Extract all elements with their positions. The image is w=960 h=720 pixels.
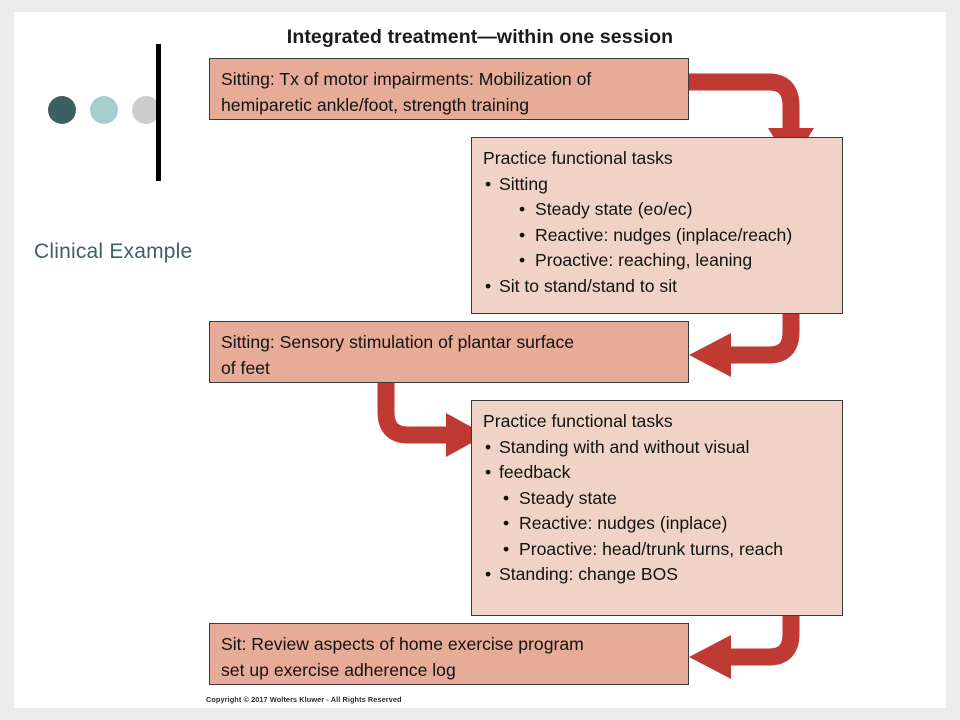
arrow-box3-to-box4: [377, 380, 486, 457]
flow-box-line: Sit: Review aspects of home exercise pro…: [221, 634, 584, 654]
dot-gray-icon: [132, 96, 160, 124]
list-item-label: Sitting: [499, 173, 548, 194]
flow-box-practice-functional-tasks-sitting: Practice functional tasks Sitting Steady…: [471, 137, 843, 314]
list-item: Steady state: [501, 486, 832, 512]
flow-box-line: hemiparetic ankle/foot, strength trainin…: [221, 94, 530, 115]
section-label: Clinical Example: [34, 240, 193, 263]
flow-box-heading: Practice functional tasks: [483, 148, 673, 168]
flow-box-line: set up exercise adherence log: [221, 659, 456, 680]
arrow-box4-to-box5: [689, 602, 800, 679]
flow-box-line: Sitting: Sensory stimulation of plantar …: [221, 332, 575, 352]
list-item: Reactive: nudges (inplace/reach): [517, 223, 832, 249]
page-title: Integrated treatment—within one session: [286, 26, 674, 48]
flow-box-heading: Practice functional tasks: [483, 411, 673, 431]
dot-light-teal-icon: [90, 96, 118, 124]
list-item: Sitting Steady state (eo/ec) Reactive: n…: [483, 172, 832, 274]
bullet-list: Standing: change BOS: [483, 562, 832, 588]
copyright-notice: Copyright © 2017 Wolters Kluwer - All Ri…: [206, 695, 402, 704]
list-item: Proactive: reaching, leaning: [517, 248, 832, 274]
flow-box-sitting-motor-impairments: Sitting: Tx of motor impairments: Mobili…: [209, 58, 689, 120]
list-item-continuation: feedback: [483, 460, 832, 486]
list-item: Reactive: nudges (inplace): [501, 511, 832, 537]
bullet-list: Standing with and without visual feedbac…: [483, 435, 832, 486]
list-item-label: Standing with and without visual: [499, 436, 750, 457]
list-item: Standing with and without visual: [483, 435, 832, 461]
flow-box-line: Sitting: Tx of motor impairments: Mobili…: [221, 69, 592, 89]
list-item: Sit to stand/stand to sit: [483, 274, 832, 300]
dot-dark-teal-icon: [48, 96, 76, 124]
flow-box-sensory-stimulation: Sitting: Sensory stimulation of plantar …: [209, 321, 689, 383]
list-item: Proactive: head/trunk turns, reach: [501, 537, 832, 563]
flow-box-practice-functional-tasks-standing: Practice functional tasks Standing with …: [471, 400, 843, 616]
decorative-dots: [38, 96, 168, 126]
flow-box-line: of feet: [221, 357, 270, 378]
bullet-list: Sitting Steady state (eo/ec) Reactive: n…: [483, 172, 832, 300]
sub-bullet-list: Steady state Reactive: nudges (inplace) …: [483, 486, 832, 563]
slide-canvas: Integrated treatment—within one session …: [14, 12, 946, 708]
sub-bullet-list: Steady state (eo/ec) Reactive: nudges (i…: [499, 197, 832, 274]
arrow-box2-to-box3: [689, 300, 800, 377]
flow-box-review-home-exercise-program: Sit: Review aspects of home exercise pro…: [209, 623, 689, 685]
list-item: Standing: change BOS: [483, 562, 832, 588]
list-item: Steady state (eo/ec): [517, 197, 832, 223]
vertical-rule: [156, 44, 161, 181]
